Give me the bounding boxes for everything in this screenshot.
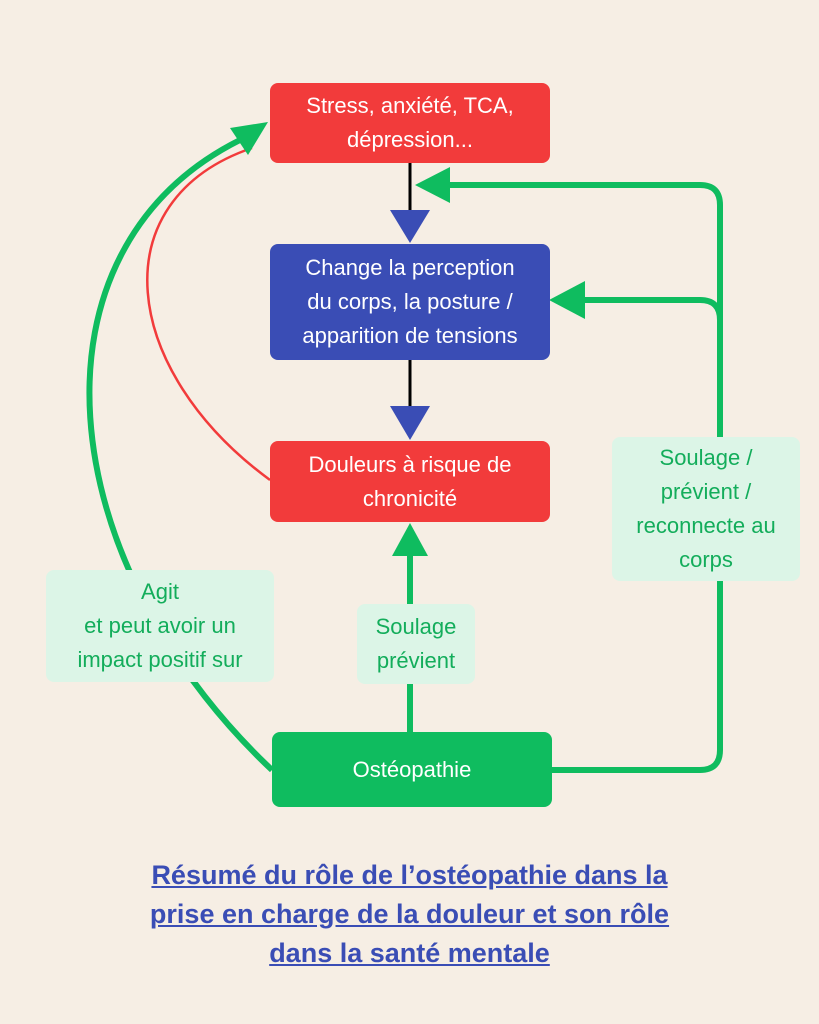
arrowhead-green-center <box>392 523 428 556</box>
arrowhead-blue-1 <box>390 210 430 243</box>
label-agit: Agit et peut avoir un impact positif sur <box>46 570 274 682</box>
node-perception: Change la perception du corps, la postur… <box>270 244 550 360</box>
diagram-caption: Résumé du rôle de l’ostéopathie dans la … <box>149 860 670 968</box>
feedback-curve-douleurs-to-stress <box>146 146 271 482</box>
label-soulage-right: Soulage / prévient / reconnecte au corps <box>612 437 800 581</box>
arrowhead-green-left <box>230 122 268 155</box>
node-osteopathie: Ostéopathie <box>272 732 552 807</box>
label-soulage-center: Soulage prévient <box>357 604 475 684</box>
arrowhead-green-to-stress <box>415 167 450 203</box>
arrowhead-green-to-perception <box>549 281 585 319</box>
arrow-branch-to-perception <box>585 297 723 321</box>
arrowhead-blue-2 <box>390 406 430 440</box>
node-stress: Stress, anxiété, TCA, dépression... <box>270 83 550 163</box>
node-douleurs: Douleurs à risque de chronicité <box>270 441 550 522</box>
